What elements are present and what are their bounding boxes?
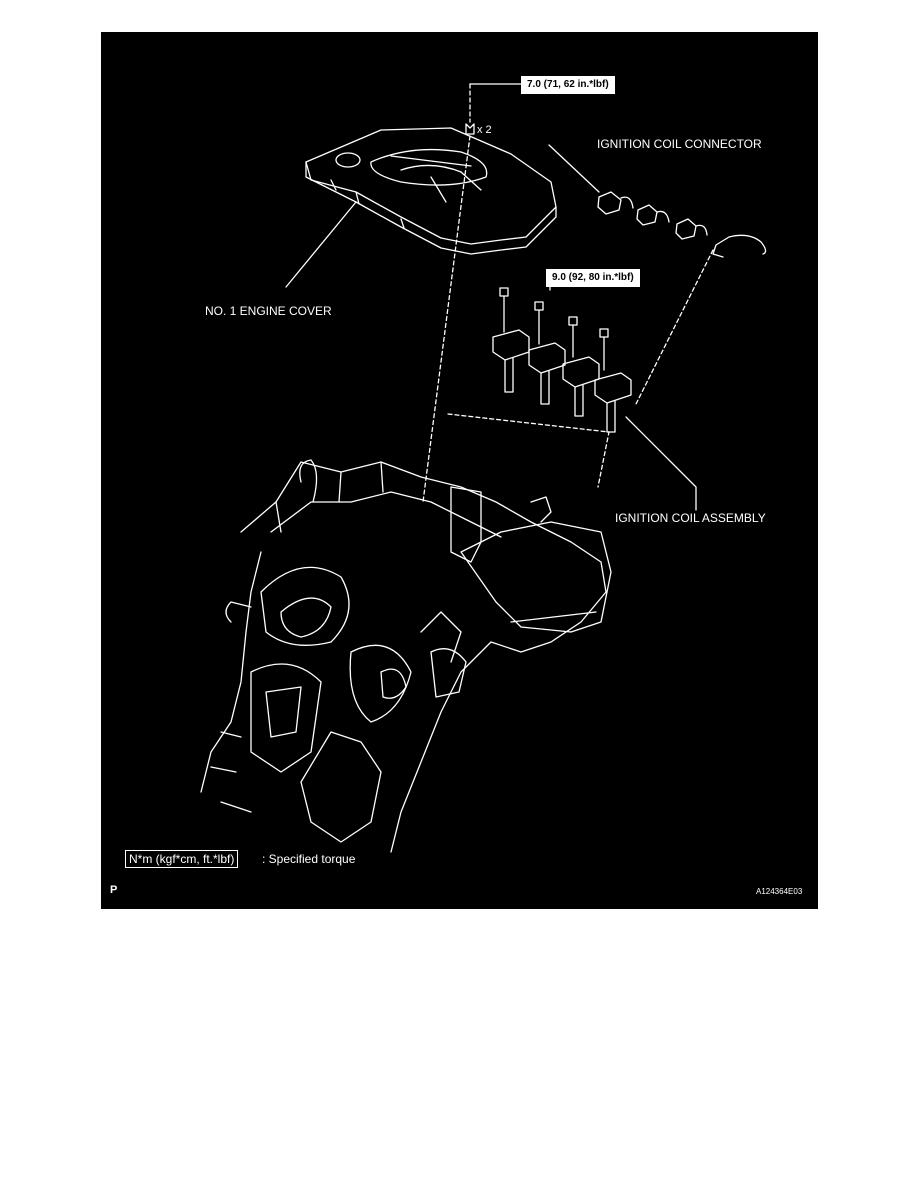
cover-nut	[422, 83, 475, 503]
connector-label: IGNITION COIL CONNECTOR	[597, 137, 762, 151]
coils-illustration	[447, 329, 632, 488]
engine-cover-illustration	[305, 127, 557, 255]
diagram-panel: 7.0 (71, 62 in.*lbf) x 2 IGNITION COIL C…	[101, 32, 818, 909]
coil-bolts	[499, 287, 609, 371]
legend-torque-unit: N*m (kgf*cm, ft.*lbf)	[125, 850, 239, 868]
diagram-drawing	[200, 83, 767, 853]
connectors-illustration	[548, 144, 767, 405]
legend-text: : Specified torque	[262, 852, 356, 866]
figure-id: A124364E03	[756, 887, 803, 896]
nut-quantity: x 2	[477, 124, 492, 136]
engine-cover-label: NO. 1 ENGINE COVER	[205, 304, 332, 318]
coil-assembly-label: IGNITION COIL ASSEMBLY	[615, 511, 766, 525]
coil-torque-spec: 9.0 (92, 80 in.*lbf)	[546, 269, 640, 287]
coil-leader	[625, 416, 697, 511]
cover-torque-spec: 7.0 (71, 62 in.*lbf)	[521, 76, 615, 94]
cover-leader	[285, 201, 357, 288]
corner-code: P	[110, 884, 118, 896]
engine-illustration	[200, 459, 612, 853]
